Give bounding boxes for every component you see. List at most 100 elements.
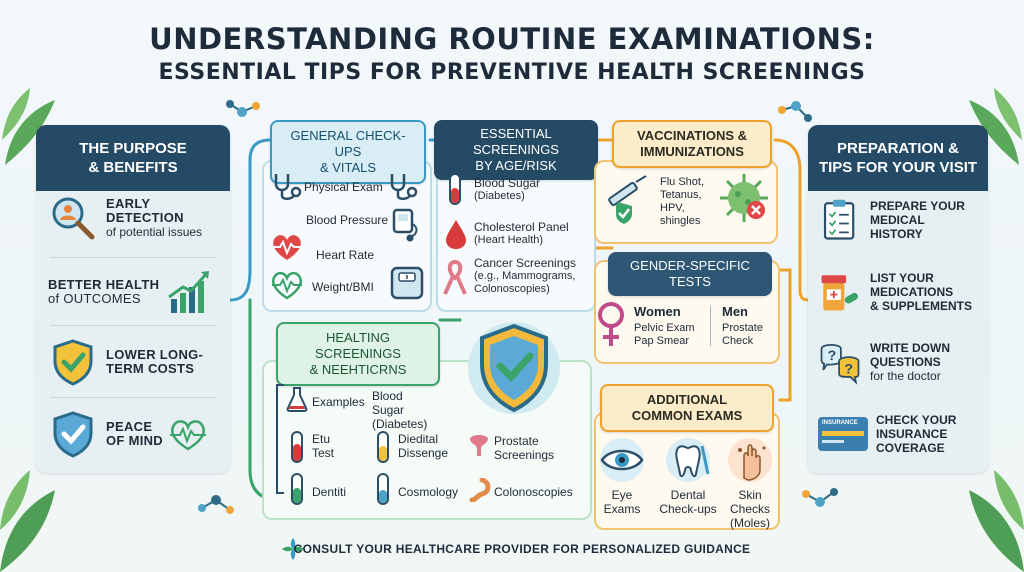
general-item-physical-exam: Physical Exam	[304, 180, 383, 194]
healting-item-etu-test: Etu Test	[312, 432, 352, 460]
heart-monitor-icon	[271, 271, 303, 300]
tip-title-line: CHECK YOUR	[876, 413, 957, 427]
healting-item-cosmology: Cosmology	[398, 485, 458, 499]
header-line: BY AGE/RISK	[475, 158, 557, 173]
syringe-shield-icon	[608, 175, 647, 224]
men-title: Men	[722, 304, 748, 319]
benefit-text: of OUTCOMES	[48, 291, 141, 306]
header-line: COMMON EXAMS	[631, 408, 743, 423]
test-tube-icon	[449, 173, 461, 205]
question-bubbles-icon: ? ?	[820, 343, 860, 385]
essential-item-blood-sugar: Blood Sugar (Diabetes)	[474, 176, 540, 203]
benefit-title: BETTER HEALTH	[48, 277, 160, 292]
exam-label-eye: Eye Exams	[598, 488, 646, 516]
panel-header-line: PREPARATION &	[837, 140, 959, 157]
healting-item-examples: Examples	[312, 395, 365, 409]
benefit-item-peace-of-mind: PEACE OF MIND	[48, 403, 220, 465]
molecule-icon	[778, 101, 812, 122]
exam-label-line: Checks	[729, 502, 770, 516]
benefit-text: of potential issues	[106, 225, 203, 239]
awareness-ribbon-icon	[443, 259, 467, 295]
tip-item-medical-history: PREPARE YOUR MEDICAL HISTORY	[818, 189, 978, 251]
tip-item-questions: ? ? WRITE DOWN QUESTIONS for the doctor	[818, 331, 978, 393]
exam-label-line: Eye	[611, 488, 633, 502]
essential-item-cancer: Cancer Screenings (e.g., Mammograms, Col…	[474, 256, 594, 296]
test-tube-icon	[291, 431, 303, 463]
women-test-item: Pelvic Exam	[634, 322, 695, 334]
exam-label-line: Exams	[603, 502, 641, 516]
exam-label-line: Check-ups	[659, 502, 717, 516]
tip-title-line: QUESTIONS	[870, 355, 941, 369]
header-line: VACCINATIONS &	[636, 128, 748, 143]
preparation-tips-panel: PREPARATION & TIPS FOR YOUR VISIT PREPAR…	[808, 125, 988, 473]
tip-title-line: PREPARE YOUR	[870, 199, 965, 213]
tip-item-medications: LIST YOUR MEDICATIONS & SUPPLEMENTS	[818, 261, 978, 323]
healting-item-dentiti: Dentiti	[312, 485, 346, 499]
shield-check-icon	[53, 339, 93, 386]
vaccination-list: Flu Shot, Tetanus, HPV, shingles	[660, 176, 704, 228]
benefit-title: PEACE OF MIND	[106, 419, 163, 448]
item-label: Etu Test	[312, 432, 335, 460]
stethoscope-icon	[274, 174, 302, 200]
preparation-tips-header: PREPARATION & TIPS FOR YOUR VISIT	[808, 125, 988, 191]
leaf-decoration-top-right-icon	[969, 88, 1022, 165]
header-line: GENERAL CHECK-UPS	[290, 128, 406, 159]
item-subtitle: (Heart Health)	[474, 234, 544, 246]
tip-title-line: COVERAGE	[876, 441, 945, 455]
eye-icon	[600, 438, 644, 482]
tip-title-line: INSURANCE	[876, 427, 948, 441]
exam-label-line: Dental	[670, 488, 706, 502]
test-tube-icon	[291, 473, 303, 505]
panel-header-line: & BENEFITS	[88, 159, 178, 176]
molecule-icon	[226, 100, 260, 117]
panel-header-line: THE PURPOSE	[79, 140, 187, 157]
molecule-icon	[198, 495, 234, 514]
vaccination-item: shingles	[660, 215, 701, 227]
additional-exams-header: ADDITIONAL COMMON EXAMS	[600, 384, 774, 432]
gender-divider	[710, 306, 711, 346]
item-label: Examples	[312, 395, 365, 409]
men-test-item: Check	[722, 335, 754, 347]
leaf-decoration-bottom-left-icon	[0, 470, 55, 572]
tip-title-line: LIST YOUR	[870, 271, 934, 285]
tip-title-line: HISTORY	[870, 227, 923, 241]
insurance-card-label: INSURANCE	[822, 420, 858, 426]
virus-icon	[720, 174, 768, 222]
divider	[50, 397, 216, 398]
page-subtitle: ESSENTIAL TIPS FOR PREVENTIVE HEALTH SCR…	[158, 60, 866, 85]
item-label: Cosmology	[398, 485, 459, 499]
female-symbol-icon	[598, 302, 624, 346]
item-title: Cancer Screenings	[474, 256, 577, 270]
blood-pressure-monitor-icon	[392, 208, 418, 242]
item-subtitle: (Diabetes)	[474, 190, 525, 202]
insurance-card-icon: INSURANCE	[818, 417, 868, 451]
header-line: & VITALS	[319, 160, 377, 175]
divider	[50, 257, 216, 258]
header-line: ESSENTIAL SCREENINGS	[473, 126, 559, 157]
magnifier-person-icon	[52, 197, 95, 240]
healting-item-blood-sugar: Blood Sugar (Diabetes)	[372, 389, 434, 431]
item-title: Cholesterol Panel	[474, 220, 569, 234]
item-label: Prostate Screenings	[494, 434, 555, 462]
purpose-benefits-header: THE PURPOSE & BENEFITS	[36, 125, 230, 191]
item-label: Heart Rate	[316, 248, 375, 262]
header-line: ADDITIONAL	[646, 392, 728, 407]
gender-tests-header: GENDER-SPECIFIC TESTS	[608, 252, 772, 296]
vaccination-item: Flu Shot,	[660, 176, 705, 188]
vaccinations-header: VACCINATIONS & IMMUNIZATIONS	[612, 120, 772, 168]
clipboard-checklist-icon	[823, 199, 855, 240]
benefit-title: LOWER LONG-TERM COSTS	[106, 347, 204, 376]
item-subtitle: (e.g., Mammograms, Colonoscopies)	[474, 270, 576, 295]
tip-title-line: WRITE DOWN	[870, 341, 950, 355]
healting-bracket	[276, 384, 284, 494]
test-tube-icon	[377, 431, 389, 463]
header-line: IMMUNIZATIONS	[640, 144, 744, 159]
leaf-decoration-top-left-icon	[2, 88, 55, 165]
header-line: & NEEHTICRNS	[309, 362, 407, 377]
tip-text: for the doctor	[870, 369, 941, 383]
women-test-item: Pap Smear	[634, 335, 690, 347]
general-item-blood-pressure: Blood Pressure	[306, 213, 388, 227]
item-label: Blood Pressure	[306, 213, 389, 227]
